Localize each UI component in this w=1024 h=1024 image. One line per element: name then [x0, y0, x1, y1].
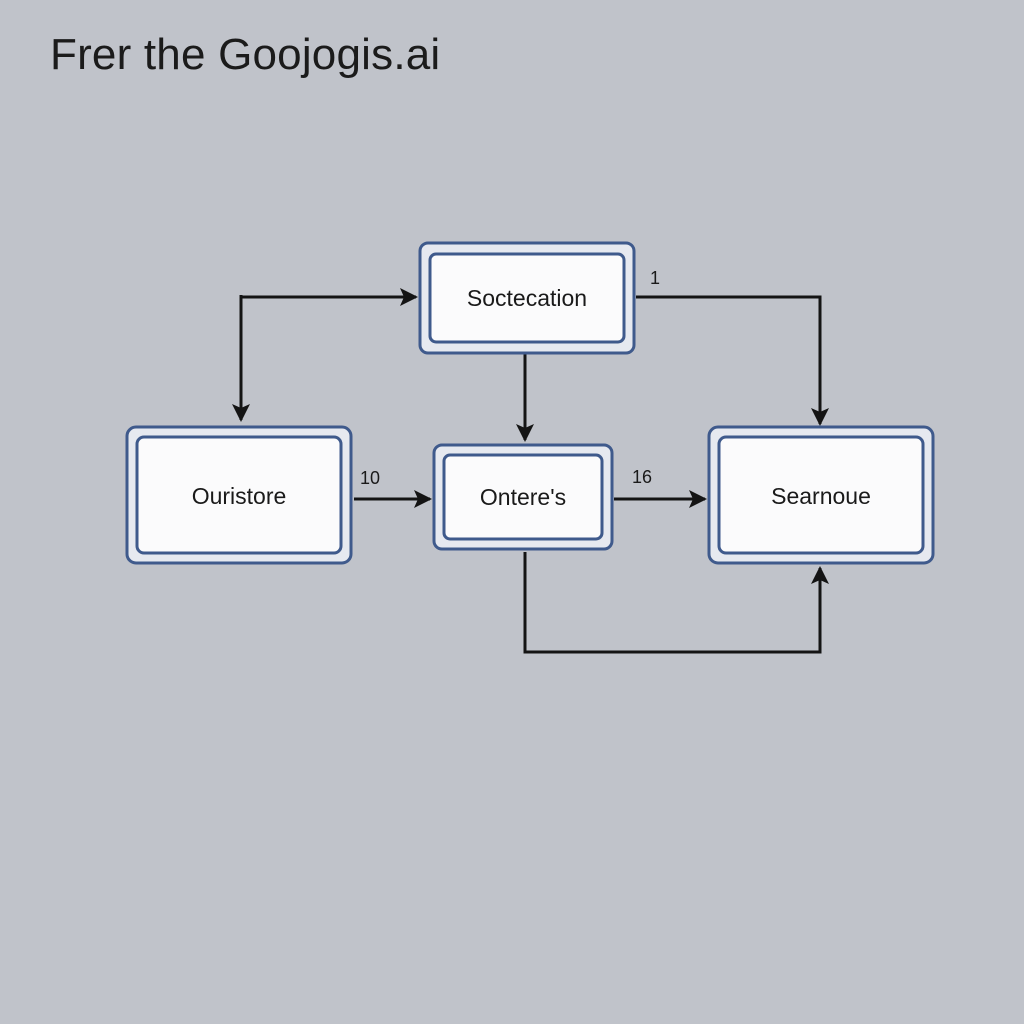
node-onteres-label: Ontere's: [480, 484, 566, 510]
edge-onteres-loop-to-searnoue: [523, 552, 829, 654]
diagram-title: Frer the Goojogis.ai: [50, 30, 441, 79]
node-onteres[interactable]: Ontere's: [432, 443, 614, 551]
node-searnoue-inner: [717, 435, 925, 555]
edge-label-ouristore-onteres: 10: [360, 468, 380, 488]
node-onteres-inner: [442, 453, 604, 541]
edge-label-soctecation-searnoue: 1: [650, 268, 660, 288]
node-ouristore-inner: [135, 435, 343, 555]
edge-label-onteres-searnoue: 16: [632, 467, 652, 487]
edge-soctecation-to-searnoue: [636, 295, 829, 426]
node-ouristore-label: Ouristore: [192, 483, 287, 509]
node-soctecation-label: Soctecation: [467, 285, 587, 311]
node-searnoue-label: Searnoue: [771, 483, 871, 509]
node-soctecation-inner: [428, 252, 626, 344]
node-soctecation[interactable]: Soctecation: [418, 241, 636, 355]
node-searnoue[interactable]: Searnoue: [707, 425, 935, 565]
edges: [232, 288, 829, 654]
node-ouristore[interactable]: Ouristore: [125, 425, 353, 565]
